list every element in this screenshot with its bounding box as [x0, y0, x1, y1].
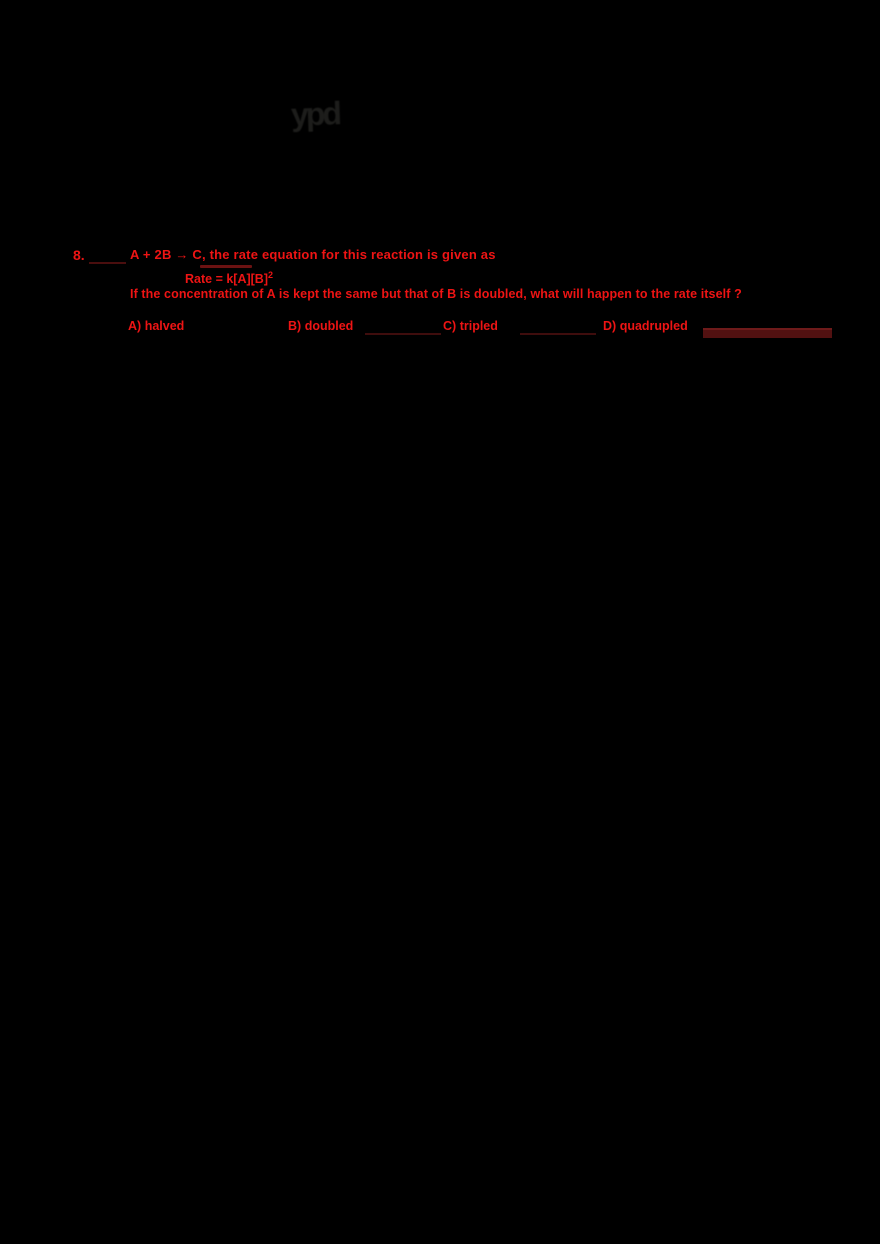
- option-d: D) quadrupled: [603, 319, 688, 333]
- question-stem-line-1: A + 2B → C, the rate equation for this r…: [130, 247, 496, 262]
- question-stem-line-2: If the concentration of A is kept the sa…: [130, 287, 742, 301]
- option-b: B) doubled: [288, 319, 353, 333]
- option-b-text: doubled: [304, 319, 354, 333]
- options-row: A) halved B) doubled C) tripled D) quadr…: [0, 319, 880, 339]
- option-d-text: quadrupled: [619, 319, 688, 333]
- rate-equation-exponent: 2: [268, 270, 274, 280]
- option-b-underline: [365, 333, 441, 335]
- rate-equation-body: Rate = k[A][B]: [185, 272, 268, 287]
- option-c: C) tripled: [443, 319, 498, 333]
- question-number: 8.: [73, 247, 85, 263]
- option-c-label: C): [443, 319, 457, 333]
- option-a-text: halved: [144, 319, 185, 333]
- option-c-underline: [520, 333, 596, 335]
- answer-blank-line: [89, 262, 126, 264]
- option-b-label: B): [288, 319, 302, 333]
- handwritten-mark: ypd: [290, 95, 340, 133]
- option-a: A) halved: [128, 319, 184, 333]
- option-a-label: A): [128, 319, 142, 333]
- option-c-text: tripled: [459, 319, 498, 333]
- option-d-label: D): [603, 319, 617, 333]
- rate-equation: Rate = k[A][B]2: [185, 270, 273, 286]
- equation-annotation-line: [200, 265, 252, 268]
- option-d-highlight-strip: [703, 328, 832, 338]
